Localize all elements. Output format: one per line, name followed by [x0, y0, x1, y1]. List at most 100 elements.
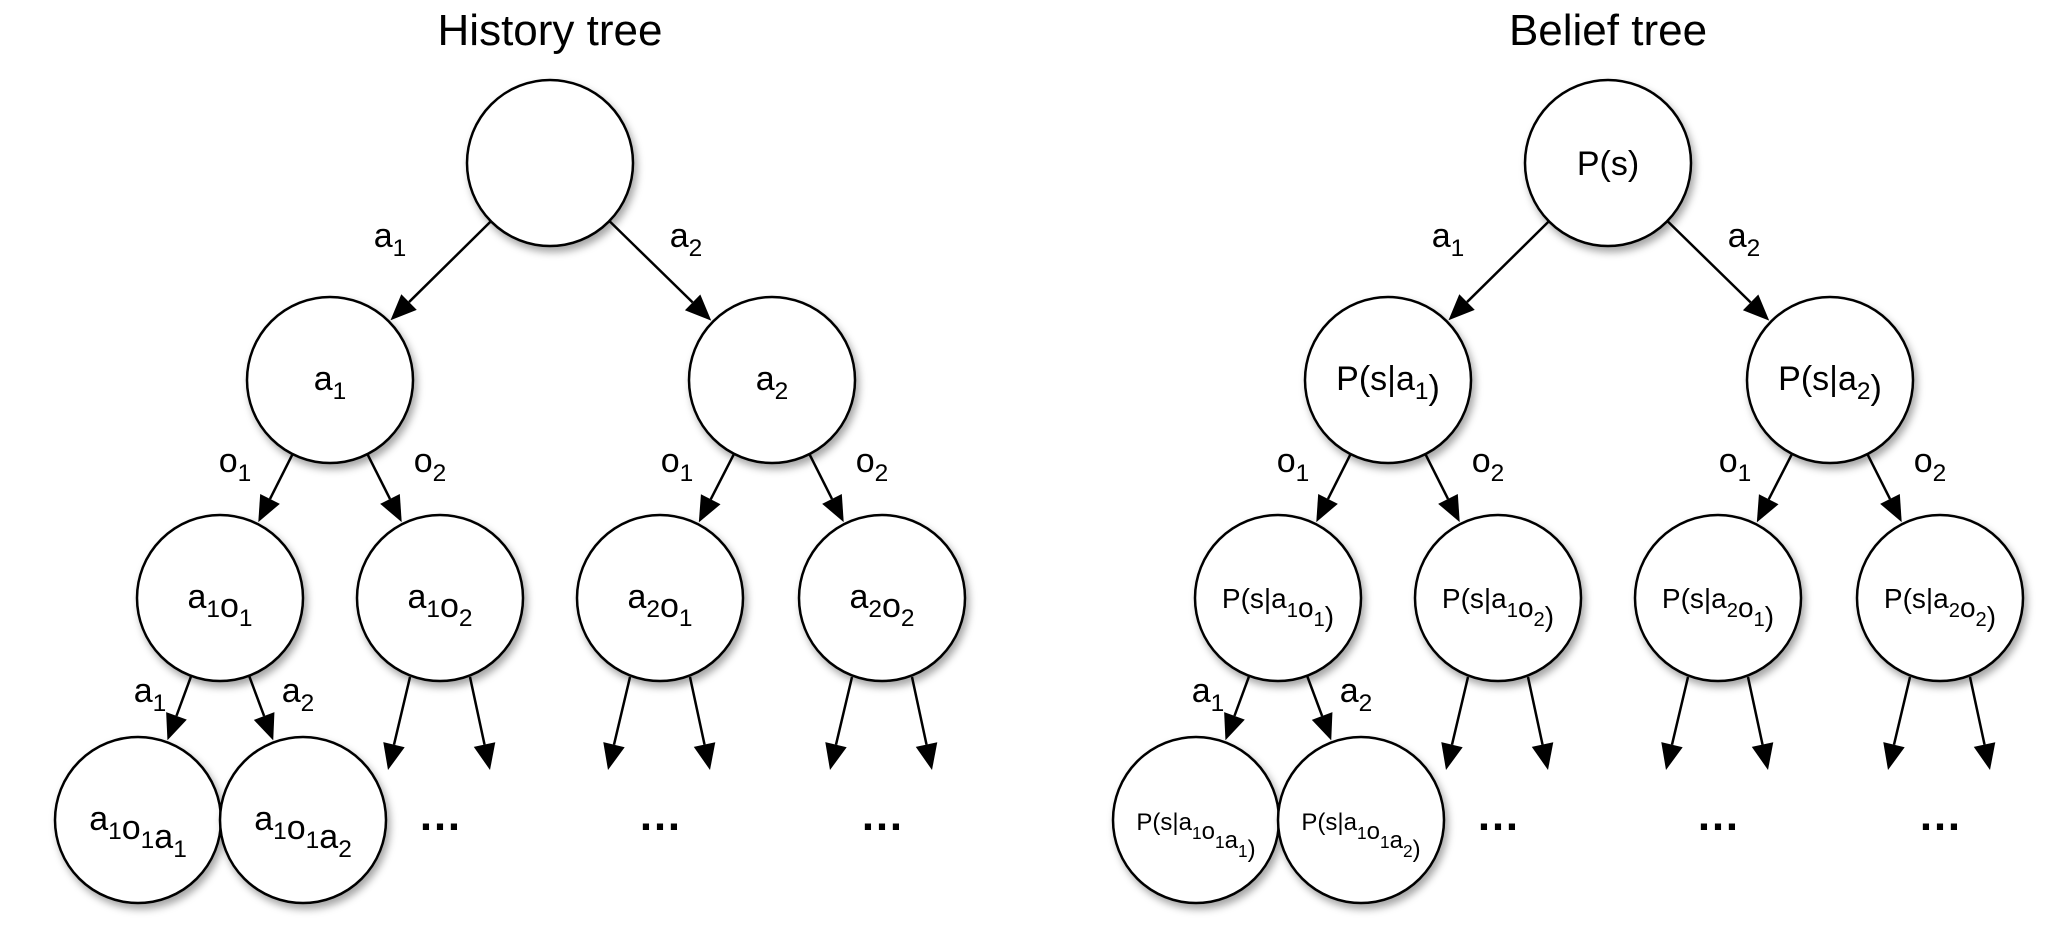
belief_tree-level1-label-subscript: 1	[1415, 378, 1429, 405]
history_tree-level2-node	[575, 513, 745, 683]
belief_tree-level3-label-subscript: 1	[1357, 823, 1367, 843]
history_tree-dangling-arrow-left-head	[383, 742, 405, 770]
belief_tree-dangling-arrow-right-head	[1751, 742, 1774, 770]
belief_tree-edge-l1-0-o1-line	[1326, 453, 1352, 500]
belief_tree-edge-l2-a2	[1305, 675, 1333, 741]
belief_tree-edge-label-a1-part: a	[1192, 672, 1211, 710]
belief_tree-edge-l2-a1-head	[1224, 712, 1245, 741]
belief_tree-edge-label-o1-subscript: 1	[1296, 460, 1310, 487]
belief_tree-level2-label-subscript: 2	[1534, 609, 1545, 631]
history_tree-level2-label-part: o	[440, 587, 459, 625]
belief_tree-level2-node	[1413, 513, 1583, 683]
belief_tree-edge-l1-1-o1-line	[1767, 453, 1794, 500]
history_tree-edge-l1-1-o2-line	[808, 453, 834, 500]
history_tree-edge-label-a2: a2	[670, 217, 703, 262]
belief_tree-level2-label-part: P(s|a	[1442, 583, 1507, 614]
belief_tree-edge-label-o1-part: o	[1277, 442, 1296, 480]
history_tree-level2-node	[797, 513, 967, 683]
belief_tree-dangling-arrow-right	[1746, 676, 1774, 770]
belief_tree-level2-label-part: )	[1325, 601, 1334, 632]
belief_tree-dangling-arrow-right	[1526, 676, 1554, 770]
history_tree-dangling-arrow-right-head	[915, 742, 938, 770]
history_tree-level3-label-subscript: 2	[338, 836, 352, 863]
belief_tree-edge-label-a1-subscript: 1	[1451, 235, 1465, 262]
belief_tree-level2-label-part: o	[1738, 592, 1754, 623]
belief_tree-level1-label: P(s|a1)	[1336, 360, 1440, 407]
belief_tree-level3-label: P(s|a1o1a2)	[1301, 809, 1420, 863]
belief_tree-level2-label: P(s|a1o2)	[1442, 583, 1554, 632]
history_tree-level1-label: a1	[314, 360, 347, 405]
belief_tree-level2-label-part: )	[1765, 601, 1774, 632]
history_tree-level2-label-part: a	[849, 578, 868, 616]
belief_tree-edge-label-o2-part: o	[1472, 442, 1491, 480]
history_tree-level2-label-subscript: 2	[646, 596, 660, 623]
belief_tree-level3-label-subscript: 1	[1192, 823, 1202, 843]
history_tree-edge-l2-a1-line	[175, 675, 193, 717]
history_tree-level2-label: a2o2	[849, 578, 914, 632]
history_tree-level1-label-subscript: 2	[775, 378, 789, 405]
belief_tree-level1-node	[1303, 295, 1473, 465]
history_tree-level3-label-part: a	[319, 818, 338, 856]
belief_tree-ellipsis: …	[1696, 791, 1740, 840]
belief_tree-edge-label-a2: a2	[1728, 217, 1761, 262]
belief_tree-edge-label-o2: o2	[1914, 442, 1947, 487]
history_tree-dangling-arrow-left	[825, 676, 854, 770]
history_tree-edge-label-o2: o2	[856, 442, 889, 487]
history_tree-edge-root-a2	[608, 220, 712, 321]
history_tree-level2-label-subscript: 2	[868, 596, 882, 623]
history_tree-level1-label-part: a	[314, 360, 333, 398]
belief_tree-dangling-arrow-right-head	[1531, 742, 1554, 770]
history_tree-edge-l1-0-o2-line	[366, 453, 392, 500]
history_tree-edge-root-a1-line	[408, 220, 492, 303]
belief_tree-edge-label-a2-part: a	[1340, 672, 1359, 710]
history_tree-level2-label: a1o1	[187, 578, 252, 632]
history_tree-dangling-arrow-right-line	[910, 676, 928, 745]
belief_tree-edge-root-a2-head	[1742, 294, 1770, 321]
history_tree-level2-label-part: o	[882, 587, 901, 625]
history_tree-level3-label: a1o1a1	[89, 800, 187, 863]
history_tree-level2-label-subscript: 1	[206, 596, 220, 623]
history_tree-edge-label-o2-part: o	[856, 442, 875, 480]
belief_tree-edge-l1-0-o2-line	[1424, 453, 1450, 500]
belief_tree-edge-l2-a2-head	[1311, 712, 1333, 741]
belief_tree-dangling-arrow-left	[1661, 676, 1690, 770]
belief_tree-level3-label: P(s|a1o1a1)	[1136, 809, 1255, 863]
belief_tree-dangling-arrow-right-line	[1526, 676, 1544, 745]
history_tree-edge-l1-1-o2-head	[822, 493, 844, 523]
history_tree-level2-label: a1o2	[407, 578, 472, 632]
belief-tree-title: Belief tree	[1509, 6, 1707, 55]
belief_tree-level2-node	[1633, 513, 1803, 683]
history_tree-dangling-arrow-left-head	[603, 742, 625, 770]
history_tree-level3-label-part: a	[154, 818, 173, 856]
history_tree-edge-l1-0-o1-head	[258, 493, 280, 523]
history_tree-dangling-arrow-left-line	[834, 676, 854, 745]
belief_tree-level1-label-part: P(s|a	[1778, 360, 1857, 398]
history_tree-edge-label-a2-part: a	[282, 672, 301, 710]
belief_tree-edge-root-a1-line	[1466, 220, 1550, 303]
history_tree-edge-l1-1-o1-line	[709, 453, 736, 500]
belief_tree-level3-node	[1276, 735, 1446, 905]
belief_tree-level3-label-subscript: 1	[1238, 841, 1248, 861]
belief_tree-level2-label-part: )	[1545, 601, 1554, 632]
belief_tree-root-label: P(s)	[1577, 145, 1639, 183]
history_tree-dangling-arrow-left-line	[612, 676, 632, 745]
belief_tree-level3-label-part: )	[1413, 836, 1421, 863]
history_tree-level2-label-part: o	[660, 587, 679, 625]
belief_tree-level3-label-part: o	[1202, 818, 1215, 845]
history_tree-edge-l1-0-o1	[258, 453, 294, 523]
belief_tree-edge-label-a1: a1	[1432, 217, 1465, 262]
belief_tree-level3-label-part: o	[1367, 818, 1380, 845]
belief_tree-level2-label-subscript: 1	[1754, 609, 1765, 631]
belief_tree-level3-label-part: )	[1248, 836, 1256, 863]
belief_tree-level1-label-subscript: 2	[1857, 378, 1871, 405]
history_tree-dangling-arrow-left-line	[392, 676, 412, 745]
history_tree-level3-label-subscript: 1	[306, 827, 320, 854]
history_tree-edge-label-o1-part: o	[661, 442, 680, 480]
belief_tree-edge-l1-1-o2	[1866, 453, 1902, 523]
history_tree-level3-label-part: o	[287, 809, 306, 847]
history_tree-edge-label-a1-subscript: 1	[153, 690, 167, 717]
history_tree-edge-l1-1-o1	[698, 453, 736, 523]
belief_tree-edge-label-a2-subscript: 2	[1747, 235, 1761, 262]
belief_tree-level2-label: P(s|a2o2)	[1884, 583, 1996, 632]
belief_tree-edge-l1-0-o1-head	[1316, 493, 1338, 523]
